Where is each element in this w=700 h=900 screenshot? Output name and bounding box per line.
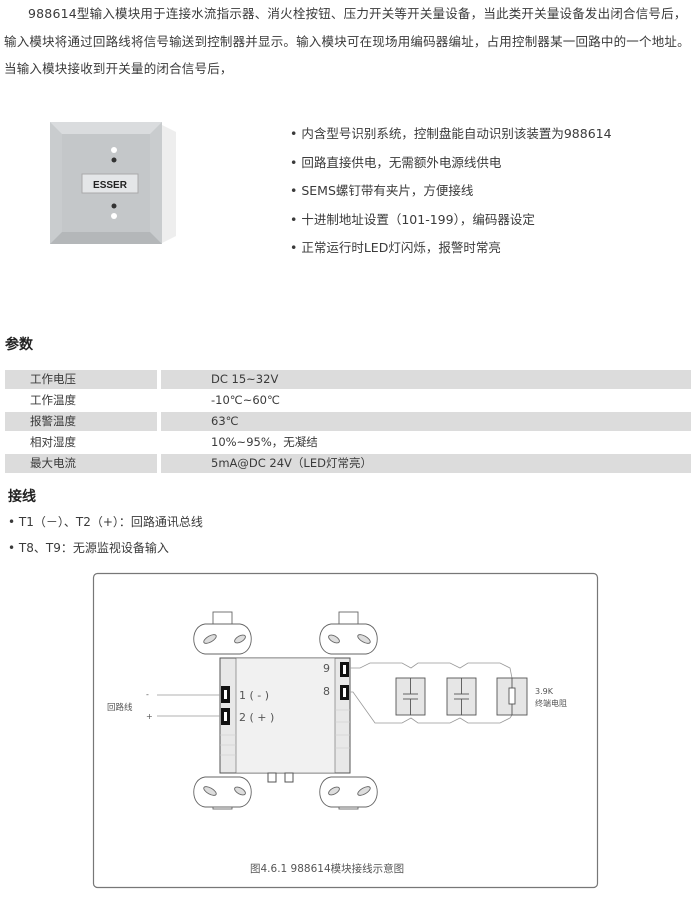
terminal-1-label: 1 ( - ) <box>239 689 269 702</box>
capacitor <box>446 677 477 716</box>
param-label: 工作温度 <box>30 393 76 407</box>
feature-list: • 内含型号识别系统，控制盘能自动识别该装置为988614 • 回路直接供电，无… <box>290 122 612 265</box>
terminals <box>221 662 349 725</box>
module-product-photo: ESSER <box>50 122 176 244</box>
brand-label: ESSER <box>93 180 128 191</box>
param-value: 5mA@DC 24V（LED灯常亮） <box>161 454 691 473</box>
mounting-ear <box>319 776 378 810</box>
wiring-item: • T8、T9：无源监视设备输入 <box>8 541 169 555</box>
feature-item: • 回路直接供电，无需额外电源线供电 <box>290 154 502 170</box>
figure-caption: 图4.6.1 988614模块接线示意图 <box>250 862 404 875</box>
terminal-2-label: 2 ( + ) <box>239 711 274 724</box>
resistor-value: 3.9K <box>535 687 554 696</box>
param-label: 最大电流 <box>5 454 157 473</box>
feature-item: • 正常运行时LED灯闪烁，报警时常亮 <box>290 240 501 255</box>
param-label: 报警温度 <box>5 412 157 431</box>
components <box>395 677 528 716</box>
wires <box>157 662 513 724</box>
capacitor <box>395 677 426 716</box>
feature-item: • 内含型号识别系统，控制盘能自动识别该装置为988614 <box>290 126 612 141</box>
param-value: DC 15~32V <box>161 370 691 389</box>
param-label: 工作电压 <box>5 370 157 389</box>
mounting-ear <box>319 611 378 655</box>
param-label: 相对湿度 <box>30 435 76 449</box>
wiring-heading: 接线 <box>8 489 36 505</box>
feature-item: • 十进制地址设置（101-199），编码器设定 <box>290 211 535 227</box>
resistor-label: 终端电阻 <box>535 698 567 708</box>
resistor <box>496 677 528 716</box>
terminal-8 <box>340 685 349 700</box>
params-heading: 参数 <box>5 337 33 353</box>
feature-item: • SEMS螺钉带有夹片，方便接线 <box>290 183 474 198</box>
terminal-9 <box>340 662 349 677</box>
wiring-list: • T1（－）、T2（+）：回路通讯总线 • T8、T9：无源监视设备输入 <box>8 510 203 562</box>
table-row: 工作温度 -10℃~60℃ <box>5 391 691 410</box>
terminal-2 <box>221 708 230 725</box>
module-body <box>219 657 351 783</box>
diagram-frame <box>92 572 599 889</box>
terminal-9-label: 9 <box>323 662 330 675</box>
intro-paragraph: 988614型输入模块用于连接水流指示器、消火栓按钮、压力开关等开关量设备，当此… <box>4 6 690 76</box>
plus-label: + <box>146 712 153 721</box>
mounting-ear <box>193 611 252 655</box>
param-value: -10℃~60℃ <box>211 393 280 407</box>
terminal-1 <box>221 686 230 703</box>
mounting-ear <box>193 776 252 810</box>
wiring-item: • T1（－）、T2（+）：回路通讯总线 <box>8 515 203 529</box>
param-value: 10%~95%，无凝结 <box>211 435 318 449</box>
minus-label: - <box>146 690 149 699</box>
param-value: 63℃ <box>161 412 691 431</box>
mounting-ears <box>193 611 378 810</box>
table-row: 相对湿度 10%~95%，无凝结 <box>5 433 691 452</box>
terminal-8-label: 8 <box>323 685 330 698</box>
loop-line-label: 回路线 <box>107 702 133 713</box>
